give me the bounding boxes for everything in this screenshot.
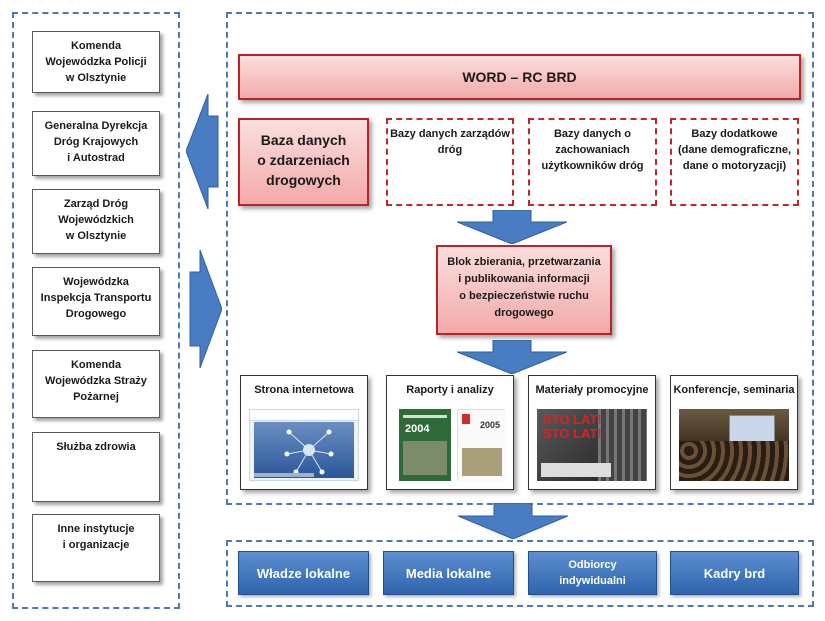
report-year-2004: 2004 [405, 423, 430, 435]
audiences-container [226, 540, 814, 607]
road-users-database: Bazy danych o zachowaniach użytkowników … [528, 118, 657, 206]
institution-fire: Komenda Wojewódzka Straży Pożarnej [32, 350, 160, 418]
output-title: Strona internetowa [254, 384, 354, 396]
reports-thumbnail: 2004 2005 [395, 409, 505, 481]
additional-database: Bazy dodatkowe (dane demograficzne, dane… [670, 118, 799, 206]
output-title: Raporty i analizy [406, 384, 494, 396]
output-promo: Materiały promocyjne STO LAT! STO LAT! [528, 375, 656, 490]
output-title: Konferencje, seminaria [673, 384, 795, 396]
audience-local-media: Media lokalne [383, 551, 514, 595]
institution-zdw: Zarząd Dróg Wojewódzkich w Olsztynie [32, 189, 160, 254]
promo-thumbnail: STO LAT! STO LAT! [537, 409, 647, 481]
processing-block: Blok zbierania, przetwarzania i publikow… [436, 245, 612, 335]
report-year-2005: 2005 [480, 420, 501, 430]
output-conferences: Konferencje, seminaria [670, 375, 798, 490]
promo-slogan: STO LAT! STO LAT! [543, 412, 602, 441]
arrow-to-left-icon [186, 94, 219, 209]
arrow-to-right-icon [189, 250, 222, 368]
institution-health: Służba zdrowia [32, 432, 160, 502]
arrow-down-icon [458, 503, 568, 539]
conference-thumbnail [679, 409, 789, 481]
main-database: Baza danych o zdarzeniach drogowych [238, 118, 369, 206]
institution-witd: Wojewódzka Inspekcja Transportu Drogoweg… [32, 267, 160, 336]
output-website: Strona internetowa [240, 375, 368, 490]
audience-local-authorities: Władze lokalne [238, 551, 369, 595]
arrow-down-icon [457, 340, 567, 374]
institution-other: Inne instytucje i organizacje [32, 514, 160, 582]
institutions-container [12, 12, 180, 609]
arrow-down-icon [457, 210, 567, 244]
road-managers-database: Bazy danych zarządów dróg [386, 118, 514, 206]
audience-road-safety-staff: Kadry brd [670, 551, 799, 595]
institution-police: Komenda Wojewódzka Policji w Olsztynie [32, 31, 160, 93]
audience-individuals: Odbiorcy indywidualni [528, 551, 657, 595]
institution-gddkia: Generalna Dyrekcja Dróg Krajowych i Auto… [32, 111, 160, 176]
word-title: WORD – RC BRD [238, 54, 801, 100]
output-title: Materiały promocyjne [535, 384, 649, 396]
output-reports: Raporty i analizy 2004 2005 [386, 375, 514, 490]
website-thumbnail [249, 409, 359, 481]
